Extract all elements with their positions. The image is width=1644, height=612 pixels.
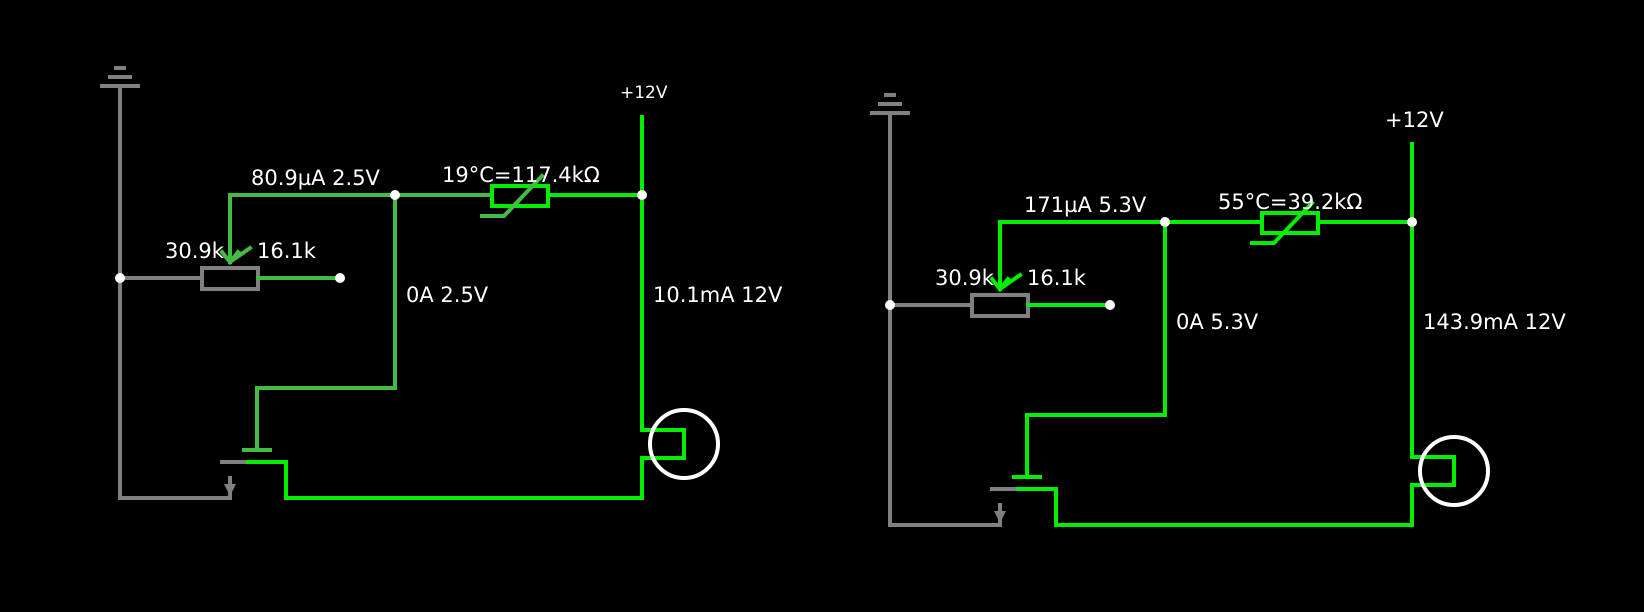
circuit-1: +12V 80.9µA 2.5V 19°C=117.4kΩ 30.9k 16.1… bbox=[100, 66, 783, 500]
lamp-icon bbox=[1418, 435, 1490, 507]
lamp-icon bbox=[648, 408, 720, 480]
pot-left-label: 30.9k bbox=[165, 239, 225, 263]
circuit-2: +12V 171µA 5.3V 55°C=39.2kΩ 30.9k 16.1k … bbox=[870, 93, 1566, 527]
pot-current-label: 80.9µA 2.5V bbox=[251, 166, 381, 190]
mosfet-icon bbox=[220, 460, 246, 496]
pot-left-label: 30.9k bbox=[935, 266, 995, 290]
ground-wire[interactable] bbox=[888, 111, 1002, 527]
ground-icon bbox=[870, 93, 910, 115]
ground-wire[interactable] bbox=[118, 84, 232, 500]
ground-icon bbox=[100, 66, 140, 88]
gate-label: 0A 2.5V bbox=[406, 283, 489, 307]
supply-wire[interactable] bbox=[1012, 142, 1456, 527]
potentiometer[interactable] bbox=[200, 193, 397, 291]
supply-label: +12V bbox=[1385, 108, 1444, 132]
junction-nodes bbox=[885, 217, 1417, 310]
pot-right-label: 16.1k bbox=[257, 239, 317, 263]
gate-label: 0A 5.3V bbox=[1176, 310, 1259, 334]
junction-nodes bbox=[115, 190, 647, 283]
load-label: 10.1mA 12V bbox=[653, 283, 783, 307]
gate-wire[interactable] bbox=[242, 193, 494, 452]
load-label: 143.9mA 12V bbox=[1423, 310, 1566, 334]
potentiometer[interactable] bbox=[970, 220, 1167, 318]
pot-right-label: 16.1k bbox=[1027, 266, 1087, 290]
thermistor[interactable] bbox=[480, 173, 644, 218]
thermistor-label: 55°C=39.2kΩ bbox=[1218, 190, 1362, 214]
supply-label: +12V bbox=[620, 83, 668, 103]
thermistor[interactable] bbox=[1250, 200, 1414, 245]
mosfet-icon bbox=[990, 487, 1016, 523]
gate-wire[interactable] bbox=[1012, 220, 1264, 479]
thermistor-label: 19°C=117.4kΩ bbox=[442, 163, 600, 187]
supply-wire[interactable] bbox=[242, 115, 686, 500]
pot-current-label: 171µA 5.3V bbox=[1024, 193, 1147, 217]
